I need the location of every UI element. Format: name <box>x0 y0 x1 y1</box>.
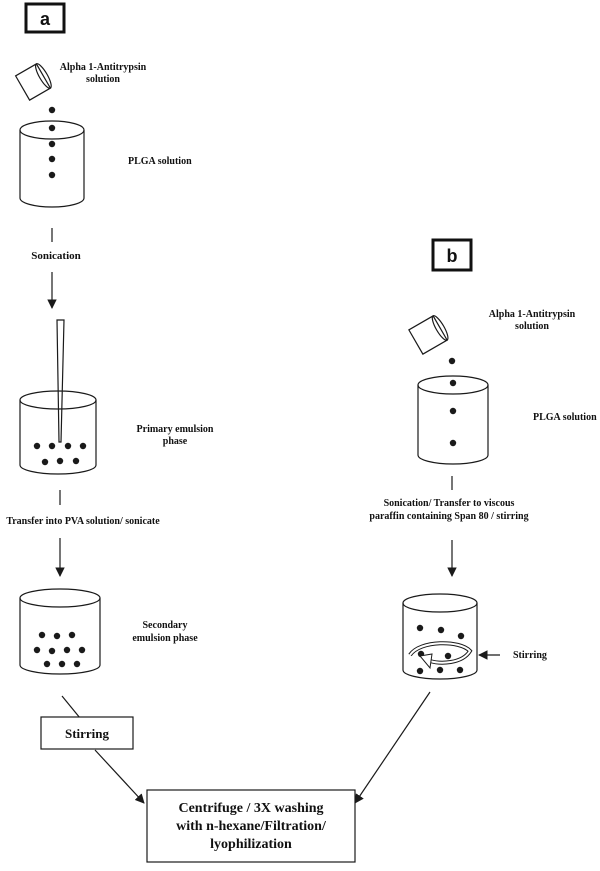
panel-b-letter: b <box>447 246 458 266</box>
secondary-label-line1: Secondary <box>143 620 188 631</box>
secondary-emulsion-beaker <box>19 588 101 675</box>
plga-beaker-b <box>417 375 489 465</box>
panel-a-letter: a <box>40 9 51 29</box>
panel-b: b Alpha 1-Antitrypsin solution PLGA solu… <box>354 238 597 804</box>
stirring-box-a-label: Stirring <box>65 726 110 741</box>
plga-beaker-a <box>19 120 85 208</box>
drop <box>448 357 456 365</box>
vial-b <box>408 315 449 355</box>
stirring-beaker <box>402 593 478 680</box>
final-box <box>146 789 356 863</box>
final-line3: lyophilization <box>210 837 292 852</box>
sonication-b-line2: paraffin containing Span 80 / stirring <box>369 511 528 522</box>
panel-a-label-box <box>24 2 66 34</box>
sonication-label-a: Sonication <box>31 250 81 262</box>
alpha-solution-a-line2: solution <box>86 74 120 85</box>
primary-label-line2: phase <box>163 436 188 447</box>
plga-label-a: PLGA solution <box>128 156 192 167</box>
arrow-to-final-b <box>354 691 431 804</box>
arrow-to-final-a <box>94 749 145 804</box>
sonicator-probe <box>56 319 65 443</box>
primary-emulsion-beaker <box>19 390 97 475</box>
alpha-solution-a-line1: Alpha 1-Antitrypsin <box>60 62 147 73</box>
sonication-b-line1: Sonication/ Transfer to viscous <box>384 498 515 509</box>
alpha-solution-b-line2: solution <box>515 321 549 332</box>
alpha-solution-b-line1: Alpha 1-Antitrypsin <box>489 309 576 320</box>
panel-a: a Alpha 1-Antitrypsin solution PLGA solu… <box>6 2 214 804</box>
primary-label-line1: Primary emulsion <box>137 424 214 435</box>
vial-a <box>14 63 52 101</box>
secondary-label-line2: emulsion phase <box>132 633 198 644</box>
final-line1: Centrifuge / 3X washing <box>178 801 323 816</box>
panel-b-label-box <box>431 238 473 272</box>
connector-line <box>61 695 81 719</box>
final-step: Centrifuge / 3X washing with n-hexane/Fi… <box>146 789 356 863</box>
transfer-label: Transfer into PVA solution/ sonicate <box>6 516 160 527</box>
stirring-label-b: Stirring <box>513 650 547 661</box>
stirring-box-a <box>40 716 134 750</box>
plga-label-b: PLGA solution <box>533 412 597 423</box>
drop <box>48 106 56 114</box>
final-line2: with n-hexane/Filtration/ <box>176 819 327 834</box>
